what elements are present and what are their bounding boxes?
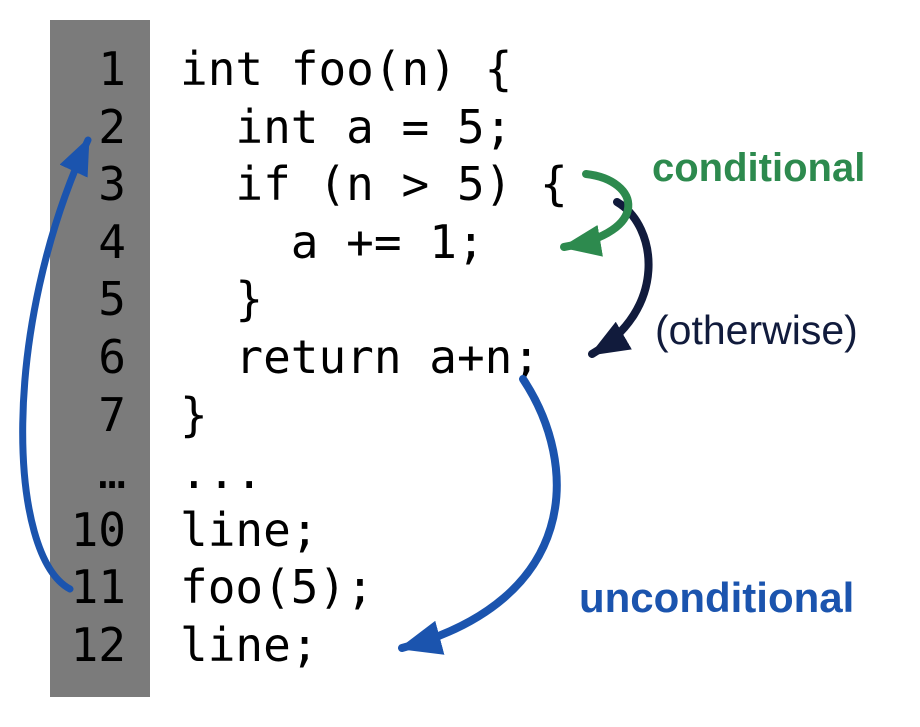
code-line: } xyxy=(180,272,264,327)
code-line: int a = 5; xyxy=(180,99,513,154)
line-number: 5 xyxy=(98,272,126,327)
code-line: int foo(n) { xyxy=(180,42,513,96)
line-number: 4 xyxy=(98,214,126,269)
line-number: 1 xyxy=(98,42,126,96)
line-number: 10 xyxy=(70,502,126,557)
code-line: line; xyxy=(180,617,319,672)
line-number: 11 xyxy=(70,560,126,615)
code-line: ... xyxy=(180,445,264,500)
line-number: 2 xyxy=(98,99,126,154)
line-number: 7 xyxy=(98,387,126,442)
code-line: } xyxy=(180,387,208,442)
line-number: 12 xyxy=(70,617,126,672)
code-line: return a+n; xyxy=(180,329,541,384)
line-number: … xyxy=(98,445,126,500)
unconditional-label: unconditional xyxy=(579,574,855,621)
code-line: a += 1; xyxy=(180,214,485,269)
line-number: 6 xyxy=(98,329,126,384)
otherwise-arrow xyxy=(588,198,653,358)
code-line: line; xyxy=(180,502,319,557)
line-number: 3 xyxy=(98,157,126,212)
conditional-arrow xyxy=(560,170,633,257)
code-column: int foo(n) { int a = 5; if (n > 5) { a +… xyxy=(180,41,568,675)
conditional-label: conditional xyxy=(652,146,866,190)
otherwise-label: (otherwise) xyxy=(655,307,858,353)
code-line: if (n > 5) { xyxy=(180,157,568,212)
code-line: foo(5); xyxy=(180,560,374,615)
